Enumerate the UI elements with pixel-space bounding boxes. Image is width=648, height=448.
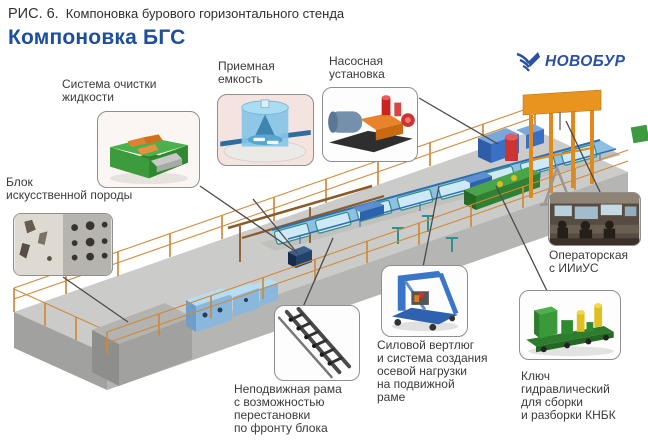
concrete-block <box>92 303 192 386</box>
figure-caption-text: Компоновка бурового горизонтального стен… <box>65 6 345 21</box>
callout-image-power-swivel <box>381 265 468 337</box>
brand-logo: НОВОБУР <box>515 51 625 73</box>
callout-image-receiving-tank <box>217 94 314 166</box>
callout-image-pump-unit <box>322 87 418 162</box>
pump-illustration <box>328 95 415 153</box>
callout-label-cleaning-system: Система очистки жидкости <box>62 77 157 105</box>
callout-label-operator-room: Операторская с ИИиУС <box>549 248 628 276</box>
callout-label-power-swivel: Силовой вертлюг и система создания осево… <box>377 338 488 405</box>
tank-illustration <box>220 99 311 163</box>
callout-label-pump-unit: Насосная установка <box>329 54 385 82</box>
shale-shaker-illustration <box>110 134 188 185</box>
callout-label-receiving-tank: Приемная емкость <box>218 59 275 87</box>
novobur-wing-icon <box>516 52 540 72</box>
fixed-frame-illustration <box>277 306 352 379</box>
page-title: Компоновка БГС <box>8 26 186 49</box>
callout-image-fixed-frame <box>274 305 360 381</box>
callout-label-rock-block: Блок искусственной породы <box>6 175 133 203</box>
left-end-railing <box>13 288 108 340</box>
callout-image-operator-room <box>548 192 641 246</box>
operator-room-photo <box>549 193 640 245</box>
figure-number: РИС. 6. <box>8 6 59 22</box>
leader-lines <box>62 97 602 323</box>
callout-label-fixed-frame: Неподвижная рама с возможностью перестан… <box>234 382 342 436</box>
power-swivel-illustration <box>391 270 459 332</box>
hydraulic-tong-illustration <box>526 303 614 357</box>
brand-name: НОВОБУР <box>545 53 626 70</box>
callout-label-hydraulic-tong: Ключ гидравлический для сборки и разборк… <box>521 369 616 423</box>
blue-containers <box>186 279 278 332</box>
figure-caption: РИС. 6. Компоновка бурового горизонтальн… <box>8 6 344 22</box>
track-end-machine <box>288 246 312 268</box>
front-railing <box>106 149 629 354</box>
callout-image-cleaning-system <box>97 111 200 188</box>
callout-image-rock-block <box>13 213 113 276</box>
power-unit-on-slab <box>478 124 544 163</box>
rock-block-photo <box>14 214 112 275</box>
right-edge-green-unit <box>630 124 648 144</box>
callout-image-hydraulic-tong <box>519 290 621 360</box>
